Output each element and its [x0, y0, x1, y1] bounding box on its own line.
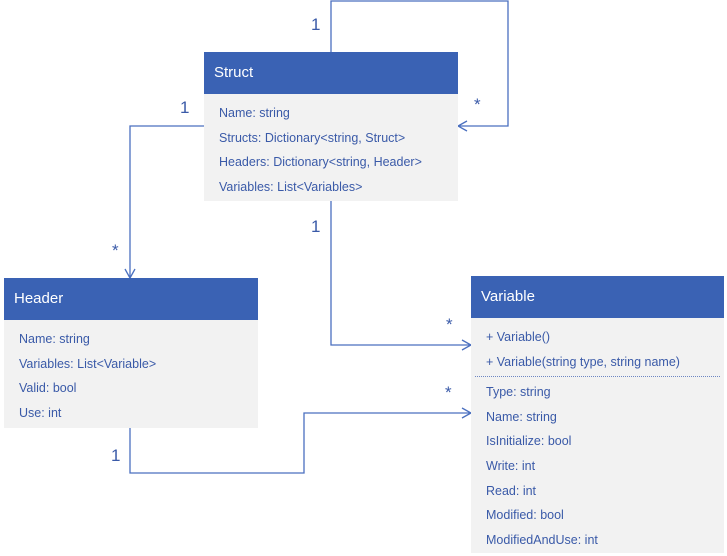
- variable-attribute: Modified: bool: [486, 508, 564, 523]
- variable-attribute: Name: string: [486, 409, 557, 424]
- struct-class[interactable]: Struct Name: string Structs: Dictionary<…: [204, 52, 458, 201]
- struct-attribute: Structs: Dictionary<string, Struct>: [219, 130, 406, 145]
- struct-header-multiplicity-target: *: [112, 241, 119, 260]
- variable-method: + Variable(string type, string name): [486, 354, 680, 369]
- struct-attribute: Variables: List<Variables>: [219, 179, 363, 194]
- header-attribute: Name: string: [19, 332, 90, 346]
- header-attribute: Valid: bool: [19, 381, 77, 396]
- header-attribute: Use: int: [19, 405, 62, 420]
- struct-self-multiplicity-source: 1: [311, 15, 321, 34]
- header-attribute: Variables: List<Variable>: [19, 356, 157, 371]
- header-class[interactable]: Header Name: string Variables: List<Vari…: [4, 278, 258, 428]
- variable-attribute: ModifiedAndUse: int: [486, 532, 598, 547]
- struct-header-multiplicity-source: 1: [180, 98, 190, 117]
- variable-class[interactable]: Variable + Variable() + Variable(string …: [471, 276, 724, 553]
- variable-class-title: Variable: [471, 276, 724, 318]
- struct-self-multiplicity-target: *: [474, 95, 481, 114]
- struct-attributes: Name: string Structs: Dictionary<string,…: [204, 94, 458, 199]
- variable-attributes: Type: string Name: string IsInitialize: …: [471, 380, 724, 552]
- struct-class-title: Struct: [204, 52, 458, 94]
- struct-attribute: Headers: Dictionary<string, Header>: [219, 155, 422, 170]
- methods-divider: [475, 376, 720, 378]
- variable-attribute: Type: string: [486, 385, 551, 400]
- struct-self-association: [330, 0, 509, 132]
- struct-variable-multiplicity-source: 1: [311, 217, 321, 236]
- header-variable-multiplicity-source: 1: [111, 446, 121, 465]
- variable-methods: + Variable() + Variable(string type, str…: [471, 318, 724, 374]
- header-variable-multiplicity-target: *: [445, 383, 452, 402]
- struct-variable-multiplicity-target: *: [446, 315, 453, 334]
- header-class-title: Header: [4, 278, 258, 320]
- variable-method: + Variable(): [486, 330, 551, 344]
- variable-attribute: Read: int: [486, 483, 537, 498]
- struct-attribute: Name: string: [219, 106, 290, 120]
- struct-header-association: [124, 125, 204, 280]
- header-attributes: Name: string Variables: List<Variable> V…: [4, 320, 258, 425]
- header-variable-association: [129, 407, 473, 474]
- variable-attribute: Write: int: [486, 458, 536, 473]
- struct-variable-association: [330, 201, 473, 351]
- variable-attribute: IsInitialize: bool: [486, 434, 572, 449]
